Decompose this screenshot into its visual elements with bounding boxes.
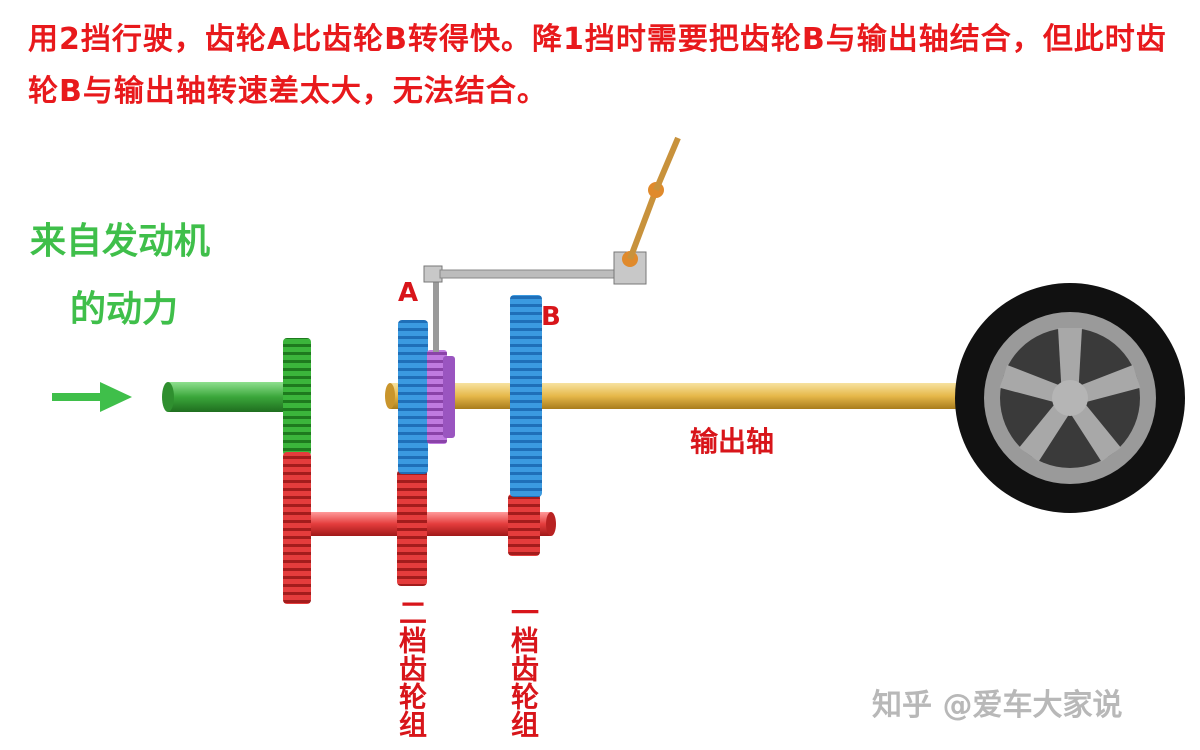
countershaft-gear-1 (508, 494, 540, 556)
input-gear (283, 338, 311, 604)
gear-a (398, 320, 428, 474)
power-arrow (52, 382, 132, 412)
synchronizer-sleeve (427, 350, 455, 444)
gear-b (510, 295, 542, 497)
output-shaft-label: 输出轴 (690, 425, 775, 458)
input-shaft (162, 382, 288, 412)
countershaft-gear-2 (397, 470, 427, 586)
gear-a-label: A (398, 278, 419, 308)
gear-set-1-label: 一档齿轮组 (507, 598, 540, 738)
power-source-line-2: 的动力 (70, 289, 179, 330)
output-shaft (385, 383, 970, 409)
power-source-label: 来自发动机 的动力 (30, 208, 270, 344)
wheel (955, 283, 1185, 513)
gear-b-label: B (541, 302, 561, 332)
watermark: 知乎 @爱车大家说 (872, 688, 1123, 723)
shift-fork-linkage (423, 136, 681, 352)
gear-set-2-label: 二档齿轮组 (395, 598, 428, 738)
caption-text: 用2挡行驶，齿轮A比齿轮B转得快。降1挡时需要把齿轮B与输出轴结合，但此时齿轮B… (28, 22, 1167, 109)
power-source-line-1: 来自发动机 (30, 221, 211, 262)
